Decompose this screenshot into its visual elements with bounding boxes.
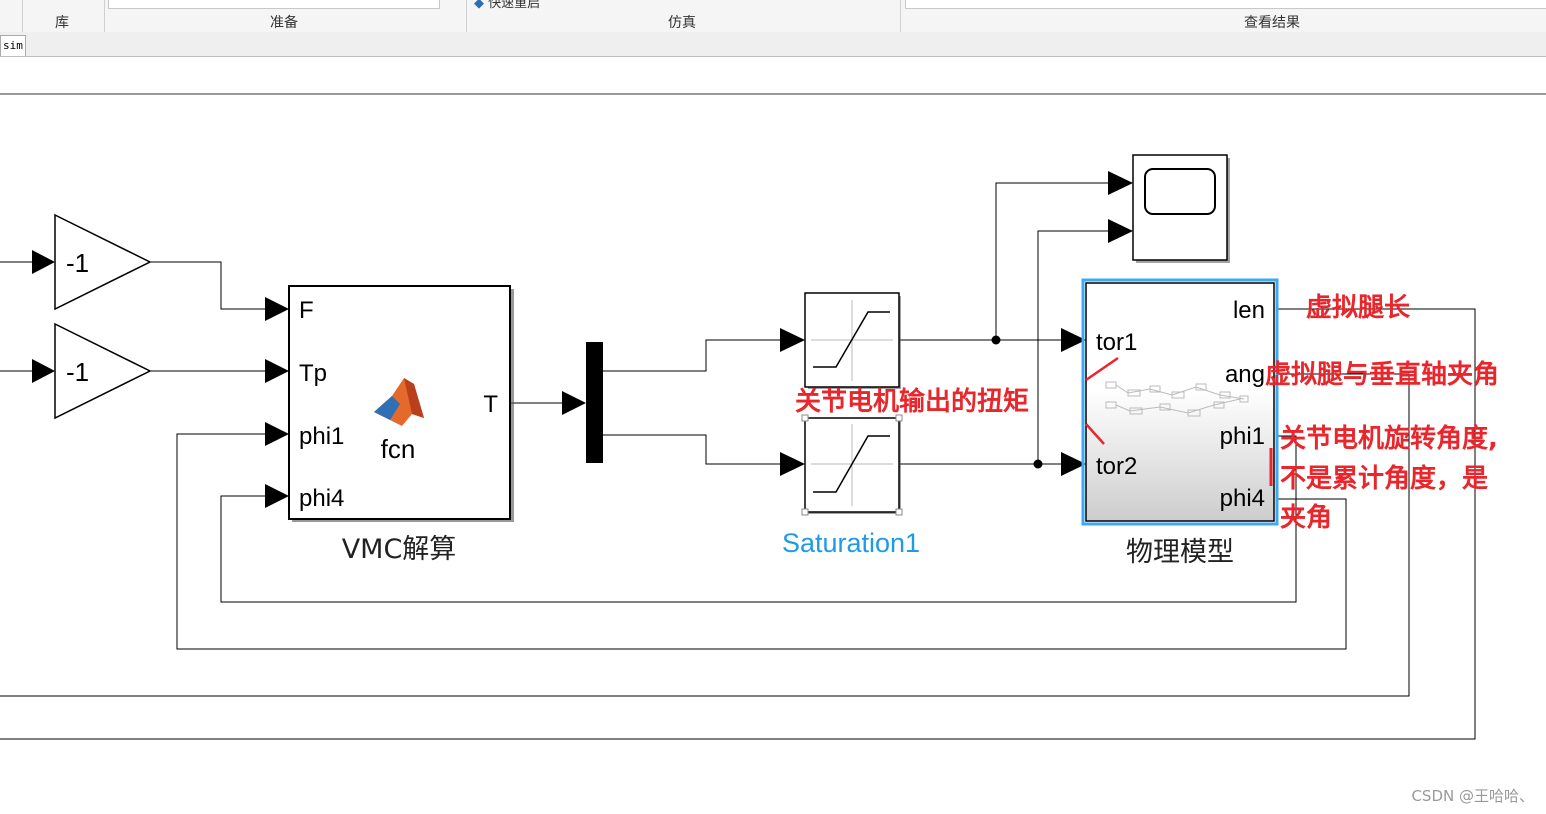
model-tab-sim[interactable]: sim: [0, 35, 26, 56]
port-phi1: phi1: [299, 423, 344, 450]
address-bar: [0, 57, 1546, 95]
gain-1-value: -1: [66, 248, 89, 278]
selection-handles: [801, 414, 903, 516]
annotation-rotation-3: 夹角: [1280, 502, 1332, 533]
annotation-pointer: [1085, 423, 1105, 445]
saturation-block-2[interactable]: [801, 414, 903, 516]
port-len: len: [1233, 297, 1265, 324]
port-T: T: [483, 391, 498, 418]
signal-lines: [0, 182, 1476, 740]
physical-model-label: 物理模型: [1126, 537, 1234, 568]
gain-2-value: -1: [66, 357, 89, 387]
matlab-logo-icon: [374, 378, 424, 426]
arrowheads: [32, 171, 1133, 508]
demux-block[interactable]: [586, 342, 603, 463]
section-divider: [22, 0, 23, 32]
port-Tp: Tp: [299, 360, 327, 387]
saturation-block-1[interactable]: [804, 292, 901, 389]
gain-block-1[interactable]: -1: [54, 213, 152, 311]
watermark: CSDN @王哈哈、: [1411, 787, 1534, 805]
annotations: 虚拟腿长 虚拟腿与垂直轴夹角 关节电机输出的扭矩 关节电机旋转角度, 不是累计角…: [795, 293, 1499, 533]
gain-block-2[interactable]: -1: [54, 322, 152, 420]
annotation-pointer: [1085, 356, 1119, 382]
port-tor1: tor1: [1096, 329, 1137, 356]
port-phi4: phi4: [299, 485, 344, 512]
branch-points: [991, 335, 1043, 469]
section-divider: [900, 0, 901, 32]
fcn-block-label: VMC解算: [342, 534, 457, 565]
annotation-rotation-2: 不是累计角度，是: [1280, 463, 1488, 494]
fcn-name: fcn: [381, 434, 416, 464]
fast-restart-label: 快速重启: [488, 0, 541, 11]
section-review-label: 查看结果: [1244, 15, 1300, 31]
toolstrip: 库 准备 ◆ 快速重启 仿真 查看结果: [0, 0, 1546, 33]
subsystem-preview-icon: [1105, 381, 1249, 417]
annotation-joint-torque: 关节电机输出的扭矩: [795, 386, 1029, 417]
section-prepare-label: 准备: [270, 15, 298, 31]
model-tab-row: sim: [0, 32, 1546, 57]
section-divider: [104, 0, 105, 32]
port-phi4-out: phi4: [1220, 485, 1265, 512]
section-simulate-label: 仿真: [668, 15, 696, 31]
results-field[interactable]: [905, 0, 1546, 9]
prepare-field[interactable]: [108, 0, 440, 9]
port-ang: ang: [1225, 361, 1265, 388]
fast-restart-icon: ◆: [474, 0, 484, 11]
annotation-virtual-leg-angle: 虚拟腿与垂直轴夹角: [1265, 359, 1499, 390]
port-phi1-out: phi1: [1220, 423, 1265, 450]
section-library-label: 库: [55, 15, 69, 31]
model-canvas[interactable]: -1 -1 F Tp phi1 phi4 T fcn VMC解算: [0, 95, 1546, 814]
section-divider: [466, 0, 467, 32]
physical-model-subsystem[interactable]: tor1 tor2 len ang phi1 phi4: [1081, 278, 1279, 526]
port-tor2: tor2: [1096, 453, 1137, 480]
annotation-virtual-leg-length: 虚拟腿长: [1306, 293, 1411, 323]
annotation-rotation-1: 关节电机旋转角度,: [1280, 423, 1498, 454]
port-F: F: [299, 297, 314, 324]
scope-block[interactable]: [1132, 154, 1230, 263]
fast-restart-button[interactable]: ◆ 快速重启: [474, 0, 540, 11]
saturation-label[interactable]: Saturation1: [782, 528, 920, 558]
matlab-function-block[interactable]: F Tp phi1 phi4 T fcn: [288, 285, 514, 522]
